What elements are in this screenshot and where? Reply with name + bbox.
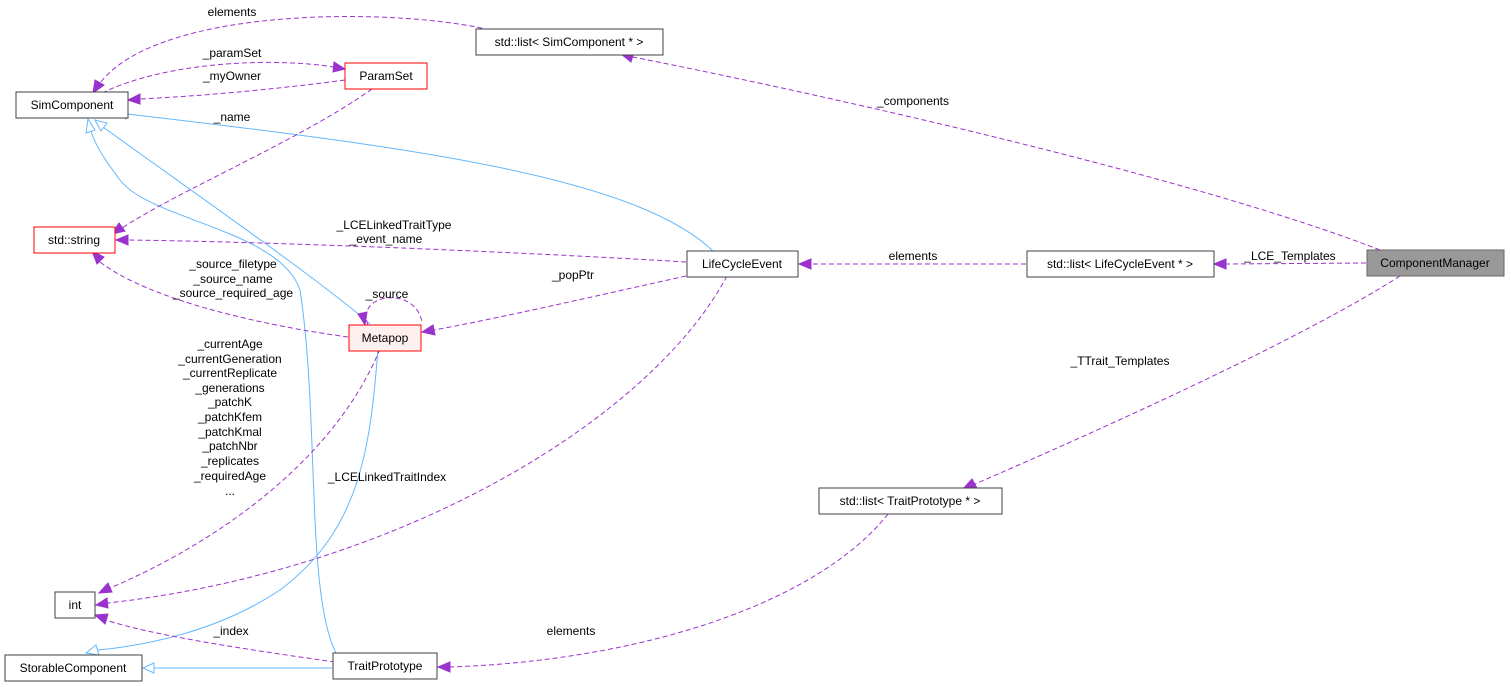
- label-current-age: _currentAge: [196, 337, 263, 351]
- label-lce-templates: _LCE_Templates: [1243, 249, 1335, 263]
- label-myowner: _myOwner: [202, 69, 261, 83]
- node-life-cycle-event[interactable]: LifeCycleEvent: [686, 250, 799, 278]
- label-ttrait-templates: _TTrait_Templates: [1070, 354, 1170, 368]
- label-ellipsis: ...: [225, 484, 235, 498]
- label-source-name: _source_name: [192, 272, 273, 286]
- edge-listtrait-traitprototype: [449, 513, 889, 668]
- edge-paramset-simcomponent: [139, 79, 346, 100]
- label-lcelinkedtraittype: _LCELinkedTraitType: [336, 218, 452, 232]
- node-list-trait-prototype[interactable]: std::list< TraitPrototype * >: [818, 487, 1003, 515]
- edge-simcomponent-paramset: [101, 61, 334, 94]
- arrowhead-inherit-simcomponent-3: [85, 117, 96, 134]
- arrowhead-int-members: [97, 582, 113, 594]
- arrowhead-myowner: [126, 93, 141, 105]
- node-int[interactable]: int: [54, 591, 96, 619]
- node-std-string[interactable]: std::string: [33, 226, 116, 254]
- edge-paramset-string: [121, 88, 373, 229]
- arrowhead-source-filetype: [91, 249, 105, 265]
- node-label-component-manager: ComponentManager: [1380, 256, 1489, 270]
- arrowhead-index: [93, 613, 109, 625]
- arrowhead-popptr: [420, 324, 436, 336]
- arrowhead-lcelinkedtraitindex: [94, 597, 109, 609]
- label-name: _name: [213, 110, 251, 124]
- label-elements-top: elements: [208, 5, 257, 19]
- edge-componentmanager-listlce: [1225, 262, 1367, 265]
- node-trait-prototype[interactable]: TraitPrototype: [332, 652, 438, 680]
- label-event-name: _event_name: [349, 232, 423, 246]
- label-current-replicate: _currentReplicate: [182, 366, 277, 380]
- label-elements-trait: elements: [547, 624, 596, 638]
- node-label-metapop: Metapop: [362, 331, 409, 345]
- edge-metapop-self: [365, 297, 423, 326]
- label-current-generation: _currentGeneration: [177, 352, 281, 366]
- node-label-int: int: [69, 598, 82, 612]
- label-patchk: _patchK: [207, 395, 252, 409]
- edge-componentmanager-listtrait: [974, 275, 1401, 485]
- edge-labels: elements _paramSet _myOwner _name _compo…: [172, 5, 1336, 638]
- node-label-storable-component: StorableComponent: [20, 661, 127, 675]
- node-storable-component[interactable]: StorableComponent: [4, 654, 143, 682]
- label-patchkfem: _patchKfem: [197, 410, 262, 424]
- edge-metapop-string: [99, 261, 349, 338]
- node-label-list-trait-prototype: std::list< TraitPrototype * >: [840, 494, 981, 508]
- label-index: _index: [212, 624, 248, 638]
- node-label-list-sim-component: std::list< SimComponent * >: [495, 35, 644, 49]
- edge-componentmanager-listsimcomponent: [632, 56, 1381, 251]
- arrowhead-elements-top: [92, 79, 105, 95]
- node-list-life-cycle-event[interactable]: std::list< LifeCycleEvent * >: [1026, 250, 1215, 278]
- edge-lifecycleevent-string: [127, 239, 687, 263]
- label-popptr: _popPtr: [551, 268, 594, 282]
- dependency-edges: [91, 16, 1401, 673]
- arrowhead-elements-trait: [436, 661, 451, 673]
- edge-lifecycleevent-metapop: [433, 275, 687, 331]
- node-label-sim-component: SimComponent: [31, 98, 114, 112]
- label-source: _source: [365, 287, 409, 301]
- node-list-sim-component[interactable]: std::list< SimComponent * >: [475, 28, 664, 56]
- node-label-std-string: std::string: [48, 233, 100, 247]
- edge-listsimcomponent-simcomponent: [99, 16, 491, 84]
- node-label-list-life-cycle-event: std::list< LifeCycleEvent * >: [1047, 257, 1193, 271]
- arrowhead-inherit-simcomponent-2: [94, 119, 108, 132]
- edge-metapop-simcomponent: [102, 126, 371, 325]
- arrowhead-source: [357, 311, 368, 327]
- arrowhead-lcelinkedtraittype: [114, 234, 129, 246]
- label-replicates: _replicates: [200, 454, 259, 468]
- node-label-trait-prototype: TraitPrototype: [348, 659, 423, 673]
- label-patchkmal: _patchKmal: [197, 425, 261, 439]
- node-param-set[interactable]: ParamSet: [344, 62, 428, 90]
- label-required-age: _requiredAge: [193, 469, 266, 483]
- nodes: SimComponent ParamSet std::list< SimComp…: [4, 28, 1505, 682]
- edge-metapop-storablecomponent: [97, 348, 379, 651]
- label-source-required-age: _source_required_age: [172, 286, 293, 300]
- label-generations: _generations: [194, 381, 264, 395]
- node-metapop[interactable]: Metapop: [348, 324, 422, 352]
- node-label-param-set: ParamSet: [359, 69, 413, 83]
- arrowhead-lce-templates: [1212, 258, 1227, 270]
- label-patchnbr: _patchNbr: [201, 439, 257, 453]
- label-components: _components: [876, 94, 949, 108]
- label-paramset: _paramSet: [202, 46, 262, 60]
- arrowhead-inherit-storable-1: [84, 644, 100, 656]
- arrowhead-paramset: [332, 61, 347, 73]
- node-sim-component[interactable]: SimComponent: [15, 91, 129, 119]
- label-source-filetype: _source_filetype: [188, 257, 277, 271]
- label-elements-lce: elements: [889, 249, 938, 263]
- node-label-life-cycle-event: LifeCycleEvent: [702, 257, 783, 271]
- edge-lifecycleevent-simcomponent: [126, 113, 716, 254]
- node-component-manager[interactable]: ComponentManager: [1366, 249, 1505, 277]
- edge-traitprototype-simcomponent: [90, 130, 339, 658]
- label-lcelinkedtraitindex: _LCELinkedTraitIndex: [327, 470, 446, 484]
- edge-metapop-int: [109, 348, 381, 589]
- edge-traitprototype-int: [105, 619, 336, 663]
- int-members-label: _currentAge _currentGeneration _currentR…: [177, 337, 281, 498]
- inheritance-edges: [84, 108, 716, 674]
- arrowhead-inherit-storable-2: [141, 662, 155, 674]
- edge-lifecycleevent-int: [107, 275, 728, 604]
- arrowhead-elements-lce: [797, 258, 812, 270]
